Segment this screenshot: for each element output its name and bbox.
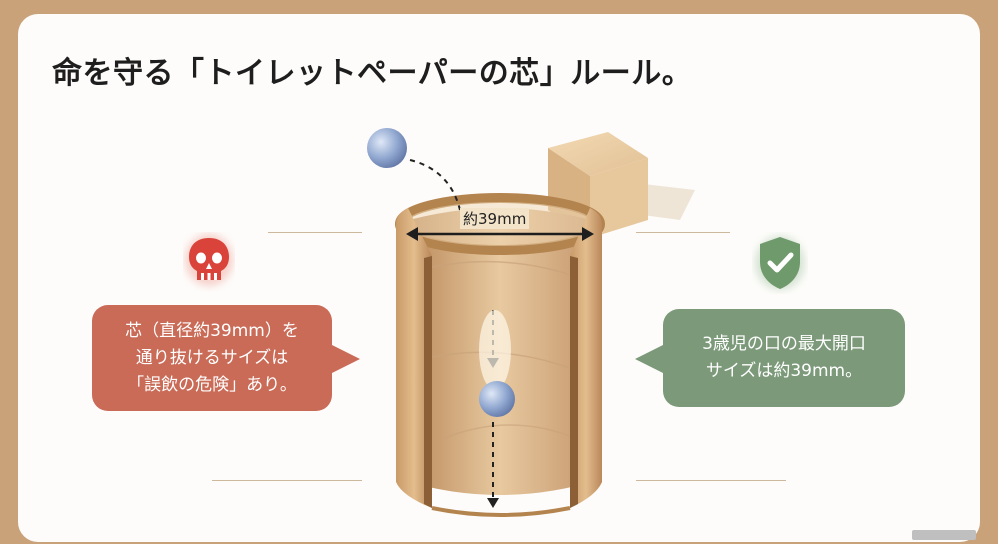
shield-check-icon — [755, 236, 805, 290]
guide-line-left-top — [268, 232, 362, 233]
danger-bubble: 芯（直径約39mm）を 通り抜けるサイズは 「誤飲の危険」あり。 — [92, 305, 360, 411]
safe-bubble: 3歳児の口の最大開口 サイズは約39mm。 — [635, 309, 905, 407]
danger-line-1: 芯（直径約39mm）を — [125, 320, 299, 341]
watermark — [912, 530, 976, 540]
page-title: 命を守る「トイレットペーパーの芯」ルール。 — [52, 56, 693, 91]
danger-line-3: 「誤飲の危険」あり。 — [127, 374, 297, 395]
guide-line-left-bottom — [212, 480, 362, 481]
guide-line-right-bottom — [636, 480, 786, 481]
blue-ball-inside — [479, 381, 515, 417]
danger-line-2: 通り抜けるサイズは — [135, 347, 289, 368]
guide-line-right-top — [636, 232, 730, 233]
toilet-paper-tube-illustration — [367, 128, 695, 517]
skull-icon — [185, 234, 233, 286]
diameter-label: 約39mm — [460, 208, 530, 229]
safe-line-2: サイズは約39mm。 — [705, 361, 863, 381]
safe-line-1: 3歳児の口の最大開口 — [702, 334, 866, 354]
blue-ball-falling — [367, 128, 407, 168]
